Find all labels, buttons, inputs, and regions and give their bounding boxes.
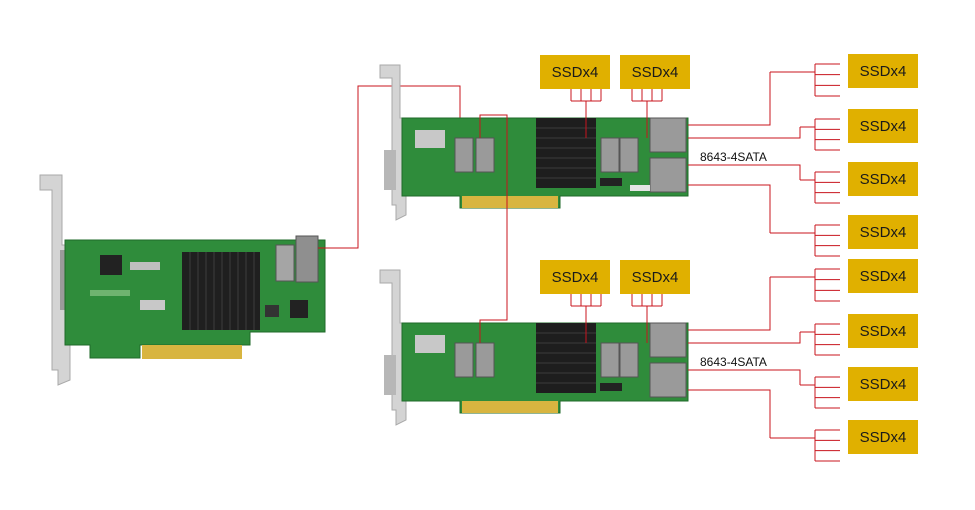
expander-sff8643-port [649,157,687,193]
expander-bracket-port [384,150,396,190]
hba-chip [290,300,308,318]
expander-sff8643-port [454,137,474,173]
expander-sff8643-port [600,137,620,173]
hba-component [140,300,165,310]
expander-sff8643-port [649,362,687,398]
hba-heatsink-fins [189,252,255,330]
expander-chip [415,130,445,148]
hba-sff8643-port [295,235,319,283]
wire [688,72,771,126]
expander-sff8643-port [619,137,639,173]
hba-card [39,174,326,386]
expander-sff8643-port [454,342,474,378]
hba-heatsink [182,252,260,330]
expander-sff8643-port [475,137,495,173]
hba-chip [265,305,279,317]
cascade-wire [479,114,508,343]
ssd-box: SSDx4 [620,55,690,89]
expander-bracket-port [384,355,396,395]
ssd-box: SSDx4 [540,55,610,89]
hba-bracket [39,174,71,386]
ssd-box: SSDx4 [848,259,918,293]
expander-gold-fingers [462,401,558,413]
expander-sff8643-port [619,342,639,378]
ssd-box: SSDx4 [620,260,690,294]
cable-label: 8643-4SATA [700,150,767,164]
wire [688,277,771,331]
expander-bracket [379,269,407,426]
wire [688,389,771,438]
expander-gold-fingers [462,196,558,208]
expander-heatsink-fins [536,332,596,384]
ssd-box: SSDx4 [540,260,610,294]
wire [688,184,771,233]
expander-sff8643-port [649,322,687,358]
ssd-box: SSDx4 [848,109,918,143]
ssd-box: SSDx4 [848,54,918,88]
wire [688,332,801,344]
expander-chip [600,178,622,186]
expander-card-1 [379,64,689,221]
wire-group [570,63,840,462]
hba-component [130,262,160,270]
hba-component [90,290,130,296]
expander-bracket [379,64,407,221]
ssd-box: SSDx4 [848,162,918,196]
expander-chip [415,335,445,353]
wire [688,164,801,180]
wire [688,369,801,385]
expander-sff8643-port [600,342,620,378]
ssd-box: SSDx4 [848,215,918,249]
expander-chip [630,185,650,191]
cable-label: 8643-4SATA [700,355,767,369]
expander-sff8643-port [475,342,495,378]
ssd-box: SSDx4 [848,314,918,348]
wire [688,127,801,139]
ssd-box: SSDx4 [848,367,918,401]
hba-chip [100,255,122,275]
hba-to-expander-wire [318,85,461,249]
hba-gold-fingers [142,345,242,359]
expander-chip [600,383,622,391]
ssd-box: SSDx4 [848,420,918,454]
hba-sff8643-port [275,244,295,282]
expander-sff8643-port [649,117,687,153]
